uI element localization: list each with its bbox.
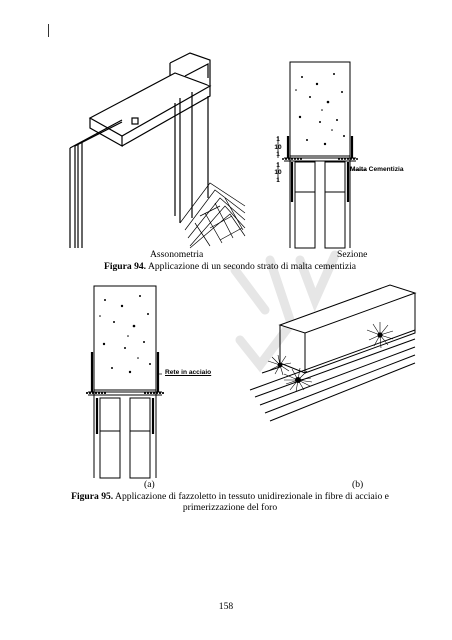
- dimension-mark: 1: [276, 136, 280, 143]
- dimension-mark: 1: [276, 151, 280, 158]
- figure95-caption: Figura 95. Applicazione di fazzoletto in…: [40, 491, 420, 513]
- figure95b-beam-drawing: [249, 284, 417, 422]
- figure94-caption-text: Applicazione di un secondo strato di mal…: [146, 261, 357, 272]
- dimension-mark: 10: [274, 143, 282, 151]
- figure94-dimension-marks: 1 10 1 1 10 1: [273, 136, 283, 184]
- page-number: 158: [218, 601, 234, 612]
- figure94-section-drawing: [277, 61, 366, 249]
- figure94-axonometry-drawing: [69, 52, 246, 249]
- figure95-annotation-rete: Rete in acciaio: [165, 369, 212, 376]
- figure94-caption-label: Figura 94.: [103, 261, 147, 272]
- figure95-caption-label: Figura 95.: [71, 491, 114, 502]
- figure95a-section-drawing: [86, 285, 164, 479]
- margin-mark: [48, 24, 49, 37]
- figure94-label-axonometry: Assonometria: [150, 249, 204, 260]
- figure94-caption: Figura 94. Applicazione di un secondo st…: [40, 261, 420, 272]
- dimension-mark: 10: [274, 169, 282, 176]
- figure95-caption-line1: Figura 95. Applicazione di fazzoletto in…: [40, 491, 420, 502]
- dimension-mark: 1: [276, 176, 280, 184]
- figure94-label-section: Sezione: [337, 249, 368, 260]
- figure95-caption-text-2: primerizzazione del foro: [182, 502, 278, 513]
- figure94-annotation-malta: Malta Cementizia: [350, 166, 404, 173]
- figure95-label-b: (b): [352, 479, 364, 490]
- figure95-label-a: (a): [144, 479, 155, 490]
- dimension-mark: 1: [276, 161, 280, 169]
- figure95-caption-text-1: Applicazione di fazzoletto in tessuto un…: [113, 491, 389, 502]
